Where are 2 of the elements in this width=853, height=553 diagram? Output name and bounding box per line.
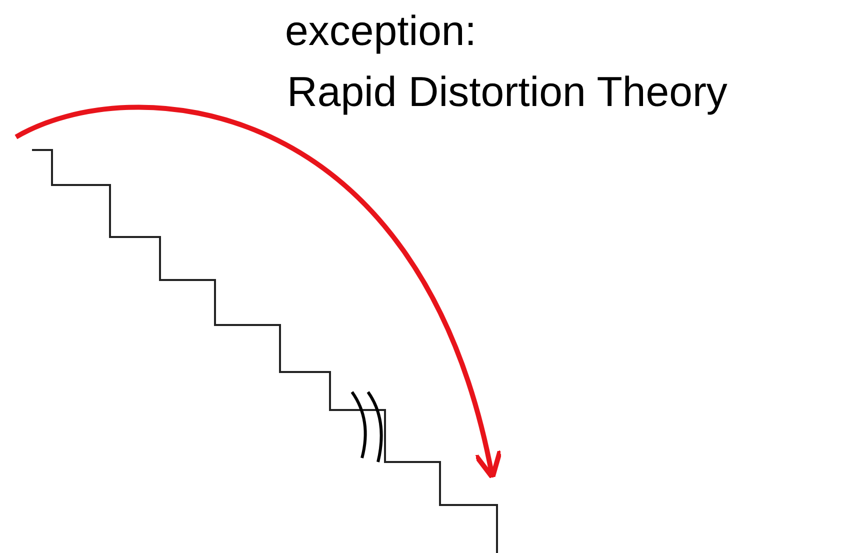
- annotation-text: Rapid Distortion Theory: [287, 69, 728, 116]
- annotation-text: exception:: [285, 8, 476, 54]
